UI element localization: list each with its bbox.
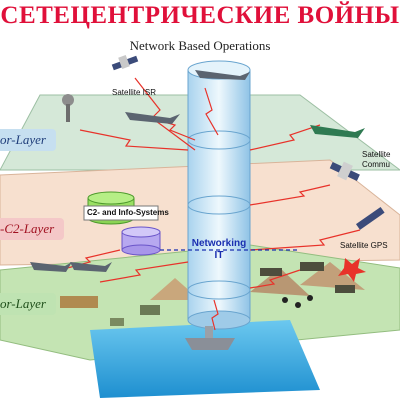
label-satellite-isr: Satellite ISR [112,88,157,97]
page-title: СЕТЕЦЕНТРИЧЕСКИЕ ВОЙНЫ [0,2,400,29]
water-area [90,320,320,398]
network-cylinder [187,69,251,321]
page-subtitle: Network Based Operations [129,38,271,53]
layer-label-c2: -C2-Layer [0,218,65,240]
label-networking-line1: Networking [191,238,247,249]
c2-label-box [83,205,159,221]
explosion [338,258,366,282]
label-satellite-comm-line2: Commu [362,160,391,169]
label-c2-systems: C2- and Info-Systems [87,208,169,217]
terrain-2 [300,262,365,290]
label-satellite-comm-line1: Satellite [362,150,391,159]
assets [30,54,385,350]
layer-label-sensor-top: or-Layer [0,129,56,151]
layer-label-sensor-bottom: or-Layer [0,293,56,315]
label-satellite-gps: Satellite GPS [340,241,388,250]
terrain-3 [250,268,310,296]
label-networking-line2: IT [214,250,224,261]
